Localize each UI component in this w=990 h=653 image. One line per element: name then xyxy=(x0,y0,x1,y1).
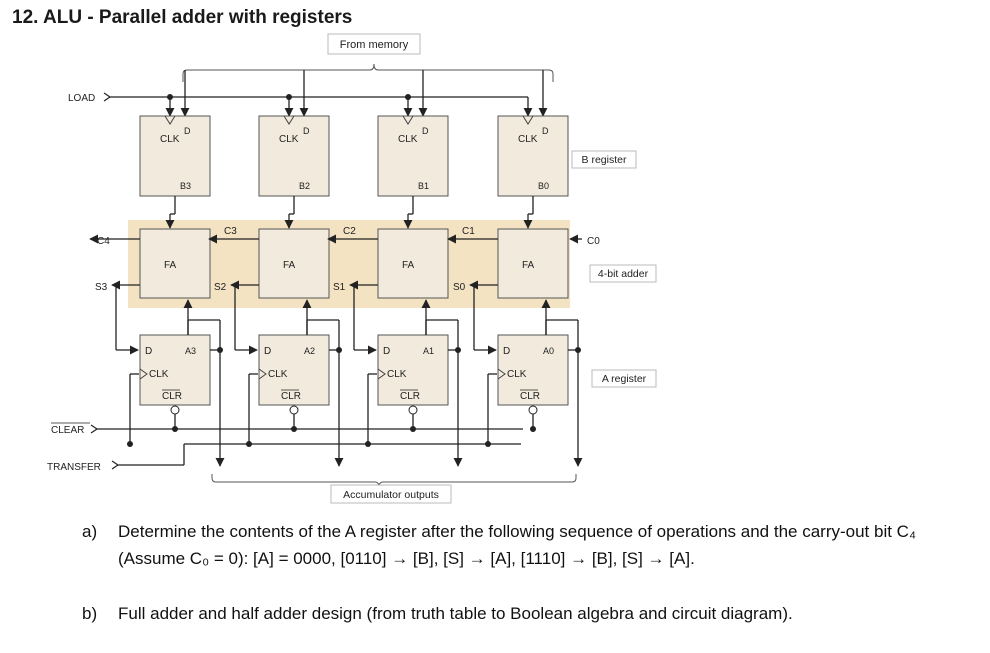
junction-dot xyxy=(485,441,491,447)
fa-label: FA xyxy=(402,260,415,271)
a-ff-clr-label: CLR xyxy=(520,391,540,402)
carry-label-1: C1 xyxy=(462,226,475,237)
clock-triangle-icon xyxy=(258,368,267,380)
b-ff-d-label: D xyxy=(542,126,549,136)
accumulator-outputs: Accumulator outputs xyxy=(211,474,577,504)
clock-triangle-icon xyxy=(164,115,176,125)
a-ff-d-label: D xyxy=(264,346,271,357)
a-ff-d-label: D xyxy=(383,346,390,357)
a-ff-clr-label: CLR xyxy=(281,391,301,402)
load-label: LOAD xyxy=(68,93,95,104)
question-b: b) Full adder and half adder design (fro… xyxy=(82,600,962,627)
from-memory: From memory xyxy=(182,33,554,82)
carry-label-2: C2 xyxy=(343,226,356,237)
sum-label-0: S0 xyxy=(453,282,466,293)
junction-dot xyxy=(172,426,178,432)
question-a: a) Determine the contents of the A regis… xyxy=(82,518,962,572)
clr-bubble xyxy=(170,405,180,415)
control-signals: LOAD CLEAR TRANSFER xyxy=(47,92,528,473)
junction-dot xyxy=(365,441,371,447)
fa-label: FA xyxy=(164,260,177,271)
a-ff-clk-label: CLK xyxy=(149,369,169,380)
full-adder-0 xyxy=(497,228,569,299)
carry-in-label: C0 xyxy=(587,236,600,247)
questions: a) Determine the contents of the A regis… xyxy=(82,518,962,627)
a-register-ff-2 xyxy=(258,334,330,406)
b-output-label-2: B2 xyxy=(299,181,310,191)
a-output-label-1: A1 xyxy=(423,346,434,356)
clock-triangle-icon xyxy=(283,115,295,125)
a-ff-clk-label: CLK xyxy=(507,369,527,380)
clr-bubble xyxy=(408,405,418,415)
junction-dot xyxy=(127,441,133,447)
a-register-label: A register xyxy=(602,373,647,385)
b-register-ff-2 xyxy=(258,115,330,197)
b-ff-d-label: D xyxy=(303,126,310,136)
side-labels: B register 4-bit adder A register xyxy=(571,150,657,388)
b-output-label-0: B0 xyxy=(538,181,549,191)
a-ff-d-label: D xyxy=(503,346,510,357)
a-output-label-0: A0 xyxy=(543,346,554,356)
clr-bubble xyxy=(289,405,299,415)
a-ff-clr-label: CLR xyxy=(400,391,420,402)
full-adder-3 xyxy=(139,228,211,299)
junction-dot xyxy=(530,426,536,432)
b-ff-d-label: D xyxy=(184,126,191,136)
a-register-ff-3 xyxy=(139,334,211,406)
a-output-label-2: A2 xyxy=(304,346,315,356)
junction-dot xyxy=(246,441,252,447)
b-output-label-3: B3 xyxy=(180,181,191,191)
transfer-label: TRANSFER xyxy=(47,462,101,473)
full-adder-2 xyxy=(258,228,330,299)
b-register-ff-1 xyxy=(377,115,449,197)
a-register-ff-1 xyxy=(377,334,449,406)
b-ff-d-label: D xyxy=(422,126,429,136)
clock-triangle-icon xyxy=(402,115,414,125)
fa-label: FA xyxy=(522,260,535,271)
question-a-label: a) xyxy=(82,522,98,541)
a-ff-clr-label: CLR xyxy=(162,391,182,402)
b-output-label-1: B1 xyxy=(418,181,429,191)
parallel-adder-diagram: From memory Accumulator outputs B regist… xyxy=(47,33,657,504)
fa-label: FA xyxy=(283,260,296,271)
clock-triangle-icon xyxy=(522,115,534,125)
clear-label: CLEAR xyxy=(51,425,84,436)
clock-triangle-icon xyxy=(497,368,506,380)
a-ff-clk-label: CLK xyxy=(268,369,288,380)
sum-label-2: S2 xyxy=(214,282,227,293)
a-ff-clk-label: CLK xyxy=(387,369,407,380)
clock-triangle-icon xyxy=(377,368,386,380)
question-b-label: b) xyxy=(82,604,98,623)
accumulator-outputs-label: Accumulator outputs xyxy=(343,489,439,501)
sum-label-3: S3 xyxy=(95,282,108,293)
carry-out-label: C4 xyxy=(97,236,110,247)
b-register-ff-3 xyxy=(139,115,211,197)
junction-dot xyxy=(291,426,297,432)
junction-dot xyxy=(410,426,416,432)
a-ff-d-label: D xyxy=(145,346,152,357)
full-adder-1 xyxy=(377,228,449,299)
page-title: 12. ALU - Parallel adder with registers xyxy=(12,7,353,28)
question-b-text: Full adder and half adder design (from t… xyxy=(118,604,793,623)
sum-label-1: S1 xyxy=(333,282,346,293)
b-ff-clk-label: CLK xyxy=(518,134,538,145)
b-ff-clk-label: CLK xyxy=(160,134,180,145)
b-ff-clk-label: CLK xyxy=(398,134,418,145)
from-memory-label: From memory xyxy=(340,39,409,51)
b-register-ff-0 xyxy=(497,115,569,197)
a-register-ff-0 xyxy=(497,334,569,406)
clock-triangle-icon xyxy=(139,368,148,380)
clr-bubble xyxy=(528,405,538,415)
question-a-text: Determine the contents of the A register… xyxy=(118,522,916,568)
adder-label: 4-bit adder xyxy=(598,268,649,280)
carry-label-3: C3 xyxy=(224,226,237,237)
a-output-label-3: A3 xyxy=(185,346,196,356)
b-register-label: B register xyxy=(582,154,627,166)
b-ff-clk-label: CLK xyxy=(279,134,299,145)
